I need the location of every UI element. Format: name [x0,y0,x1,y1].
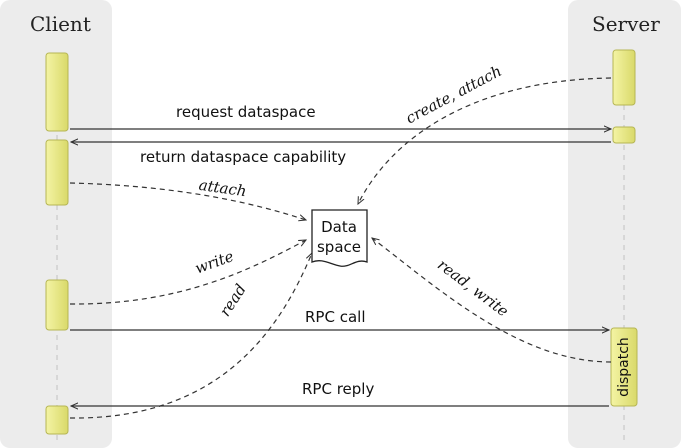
dispatch-label: dispatch [616,337,632,397]
client-title: Client [30,12,91,36]
dataspace-label-line2: space [317,238,361,256]
client-lane [0,0,112,448]
dataspace-document [311,209,368,267]
attach-label: attach [198,176,248,201]
create-attach-arrow [358,77,612,204]
server-activation-2 [612,126,636,144]
read-arrow [69,253,312,419]
dataspace-label-line1: Data [321,218,357,236]
read-write-label: read, write [434,256,512,321]
rpc-call-label: RPC call [305,308,365,326]
return-capability-label: return dataspace capability [140,148,346,166]
server-title: Server [592,12,660,36]
read-write-arrow [372,238,612,363]
server-activation-1 [612,49,636,106]
attach-arrow [69,182,306,220]
request-dataspace-label: request dataspace [176,103,316,121]
server-activation-dispatch [610,327,638,407]
client-activation-3 [45,279,69,331]
read-label: read [216,281,250,320]
create-attach-label: create, attach [403,62,505,128]
client-activation-1 [45,52,69,132]
client-activation-2 [45,139,69,206]
write-arrow [69,240,306,305]
write-label: write [193,247,237,278]
rpc-reply-label: RPC reply [302,380,374,398]
client-activation-4 [45,405,69,435]
server-lane [568,0,681,448]
